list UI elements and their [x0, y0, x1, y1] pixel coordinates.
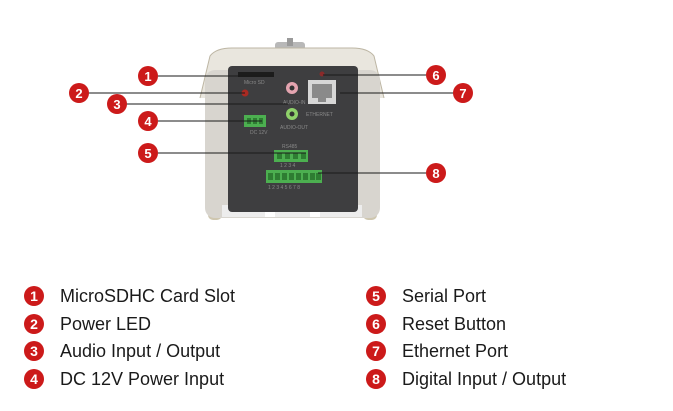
legend-label: Serial Port	[402, 285, 487, 306]
legend-number-badge: 2	[24, 314, 44, 334]
legend-label: Audio Input / Output	[60, 340, 221, 361]
legend-item-8: 8 Digital Input / Output	[366, 367, 566, 391]
svg-text:8: 8	[432, 166, 439, 181]
camera-rear-panel-figure: Micro SD AUDIO-IN AUDIO-OUT ETHERNET DC …	[69, 38, 473, 220]
audio-jacks: AUDIO-IN AUDIO-OUT	[280, 82, 308, 131]
dc-label: DC 12V	[250, 130, 268, 136]
callout-4: 4	[138, 111, 158, 131]
legend-item-6: 6 Reset Button	[366, 312, 506, 336]
dio-pin-numbers: 1 2 3 4 5 6 7 8	[268, 185, 300, 191]
audio-in-label: AUDIO-IN	[283, 100, 306, 106]
reset-button	[319, 71, 325, 77]
callout-2: 2	[69, 83, 89, 103]
legend-item-5: 5 Serial Port	[366, 284, 486, 308]
ethernet-label: ETHERNET	[306, 112, 333, 118]
callout-3: 3	[107, 94, 127, 114]
legend-item-4: 4 DC 12V Power Input	[24, 367, 224, 391]
svg-text:5: 5	[144, 146, 151, 161]
legend-label: DC 12V Power Input	[60, 368, 225, 389]
ethernet-port: ETHERNET	[306, 80, 336, 118]
svg-text:1: 1	[144, 69, 151, 84]
legend-item-3: 3 Audio Input / Output	[24, 339, 220, 363]
audio-out-label: AUDIO-OUT	[280, 125, 308, 131]
serial-pin-numbers: 1 2 3 4	[280, 163, 296, 169]
callout-6: 6	[426, 65, 446, 85]
legend-label: Ethernet Port	[402, 340, 509, 361]
digital-io-terminal: 1 2 3 4 5 6 7 8	[266, 170, 322, 191]
callout-5: 5	[138, 143, 158, 163]
rs485-label: RS485	[282, 144, 298, 150]
svg-text:2: 2	[75, 86, 82, 101]
legend-label: Digital Input / Output	[402, 368, 567, 389]
legend-number-badge: 5	[366, 286, 386, 306]
legend-number-badge: 7	[366, 341, 386, 361]
legend-number-badge: 8	[366, 369, 386, 389]
legend-number-badge: 4	[24, 369, 44, 389]
legend-item-2: 2 Power LED	[24, 312, 151, 336]
legend-item-1: 1 MicroSDHC Card Slot	[24, 284, 235, 308]
callout-7: 7	[453, 83, 473, 103]
legend-label: Power LED	[60, 313, 152, 334]
micro-sd-label: Micro SD	[244, 80, 265, 86]
svg-text:7: 7	[459, 86, 466, 101]
legend-number-badge: 1	[24, 286, 44, 306]
legend-number-badge: 3	[24, 341, 44, 361]
svg-text:3: 3	[113, 97, 120, 112]
legend-label: Reset Button	[402, 313, 507, 334]
legend-item-7: 7 Ethernet Port	[366, 339, 508, 363]
microsd-slot: Micro SD	[238, 72, 274, 86]
svg-text:6: 6	[432, 68, 439, 83]
legend-label: MicroSDHC Card Slot	[60, 285, 236, 306]
svg-text:4: 4	[144, 114, 152, 129]
legend-number-badge: 6	[366, 314, 386, 334]
callout-leader-lines	[88, 74, 454, 174]
callout-1: 1	[138, 66, 158, 86]
callout-8: 8	[426, 163, 446, 183]
